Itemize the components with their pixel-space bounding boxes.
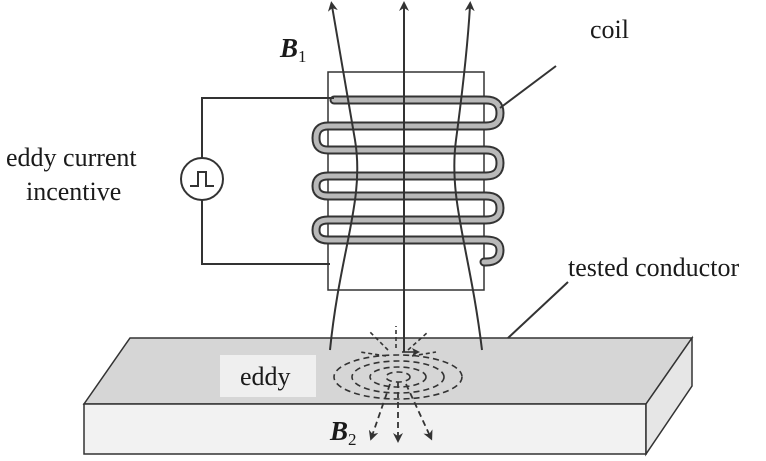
conductor-front-face bbox=[83, 403, 647, 455]
tested-conductor-label: tested conductor bbox=[568, 253, 739, 282]
eddy-current-incentive-label-line2: incentive bbox=[26, 177, 121, 206]
eddy-label: eddy bbox=[240, 362, 291, 391]
eddy-surface-arrows bbox=[359, 326, 437, 357]
b1-line-right bbox=[453, 1, 483, 351]
b2-field-arrows bbox=[368, 382, 433, 443]
coil-label: coil bbox=[590, 15, 629, 44]
circuit-wire-bottom bbox=[201, 200, 330, 265]
b2-subscript: 2 bbox=[348, 430, 357, 449]
eddy-label-box bbox=[220, 355, 316, 397]
b1-subscript: 1 bbox=[298, 47, 307, 66]
b1-field-lines bbox=[327, 1, 483, 352]
coil-core bbox=[327, 71, 485, 291]
tested-conductor-leader bbox=[507, 281, 569, 339]
coil-leader bbox=[499, 65, 557, 109]
b2-symbol: B bbox=[329, 416, 348, 446]
conductor-side-face bbox=[645, 335, 693, 457]
conductor-top-face bbox=[82, 337, 694, 405]
b1-line-left bbox=[327, 1, 359, 351]
eddy-current-incentive-label-line1: eddy current bbox=[6, 143, 137, 172]
circuit-wire-top bbox=[201, 97, 334, 158]
b1-symbol: B bbox=[279, 33, 298, 63]
pulse-source-icon bbox=[180, 157, 224, 201]
excitation-circuit bbox=[201, 97, 334, 265]
coil-windings bbox=[311, 95, 505, 267]
